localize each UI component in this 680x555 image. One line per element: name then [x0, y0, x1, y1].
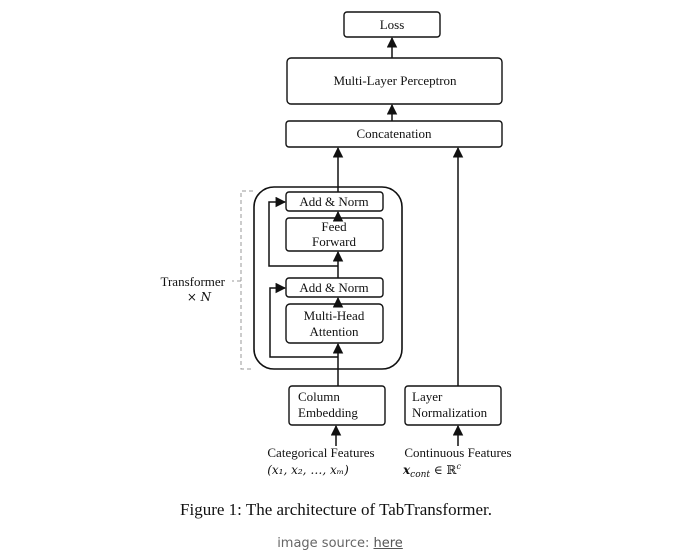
layer-normalization-label-line2: Normalization — [412, 405, 488, 420]
repeat-bracket — [232, 190, 253, 370]
mha-label-line1: Multi-Head — [304, 308, 365, 323]
categorical-features-math: (x₁, x₂, …, xₘ) — [267, 463, 349, 477]
mlp-node: Multi-Layer Perceptron — [286, 57, 503, 105]
residual-feed-forward — [268, 196, 338, 267]
feed-forward-node: Feed Forward — [285, 217, 384, 252]
continuous-features-math: xcont ∈ ℝc — [402, 462, 462, 480]
concatenation-node: Concatenation — [285, 120, 503, 148]
layer-normalization-label-line1: Layer — [412, 389, 443, 404]
layer-normalization-node: Layer Normalization — [404, 385, 502, 426]
image-source-prefix: image source: — [277, 536, 374, 551]
flow-arrows — [330, 36, 464, 446]
transformer-label: Transformer — [160, 274, 225, 289]
mha-label-line2: Attention — [309, 324, 359, 339]
transformer-block — [253, 186, 403, 370]
mlp-label: Multi-Layer Perceptron — [333, 73, 457, 88]
add-norm-bottom-label: Add & Norm — [299, 280, 368, 295]
figure-caption: Figure 1: The architecture of TabTransfo… — [180, 500, 492, 519]
concatenation-label: Concatenation — [356, 126, 432, 141]
loss-label: Loss — [380, 17, 405, 32]
column-embedding-label-line1: Column — [298, 389, 340, 404]
add-norm-top-label: Add & Norm — [299, 194, 368, 209]
continuous-features-label: Continuous Features — [404, 445, 511, 460]
loss-node: Loss — [343, 11, 441, 38]
add-norm-bottom-node: Add & Norm — [285, 277, 384, 298]
feed-forward-label-line2: Forward — [312, 234, 357, 249]
residual-attention — [269, 282, 338, 358]
column-embedding-label-line2: Embedding — [298, 405, 358, 420]
image-source-link[interactable]: here — [373, 536, 403, 551]
column-embedding-node: Column Embedding — [288, 385, 386, 426]
residual-connections — [268, 196, 338, 358]
categorical-features-label: Categorical Features — [267, 445, 374, 460]
transformer-repeat-label: × N — [187, 290, 212, 304]
multi-head-attention-node: Multi-Head Attention — [285, 303, 384, 344]
add-norm-top-node: Add & Norm — [285, 191, 384, 212]
feed-forward-label-line1: Feed — [321, 219, 347, 234]
image-source-line: image source: here — [0, 536, 680, 551]
